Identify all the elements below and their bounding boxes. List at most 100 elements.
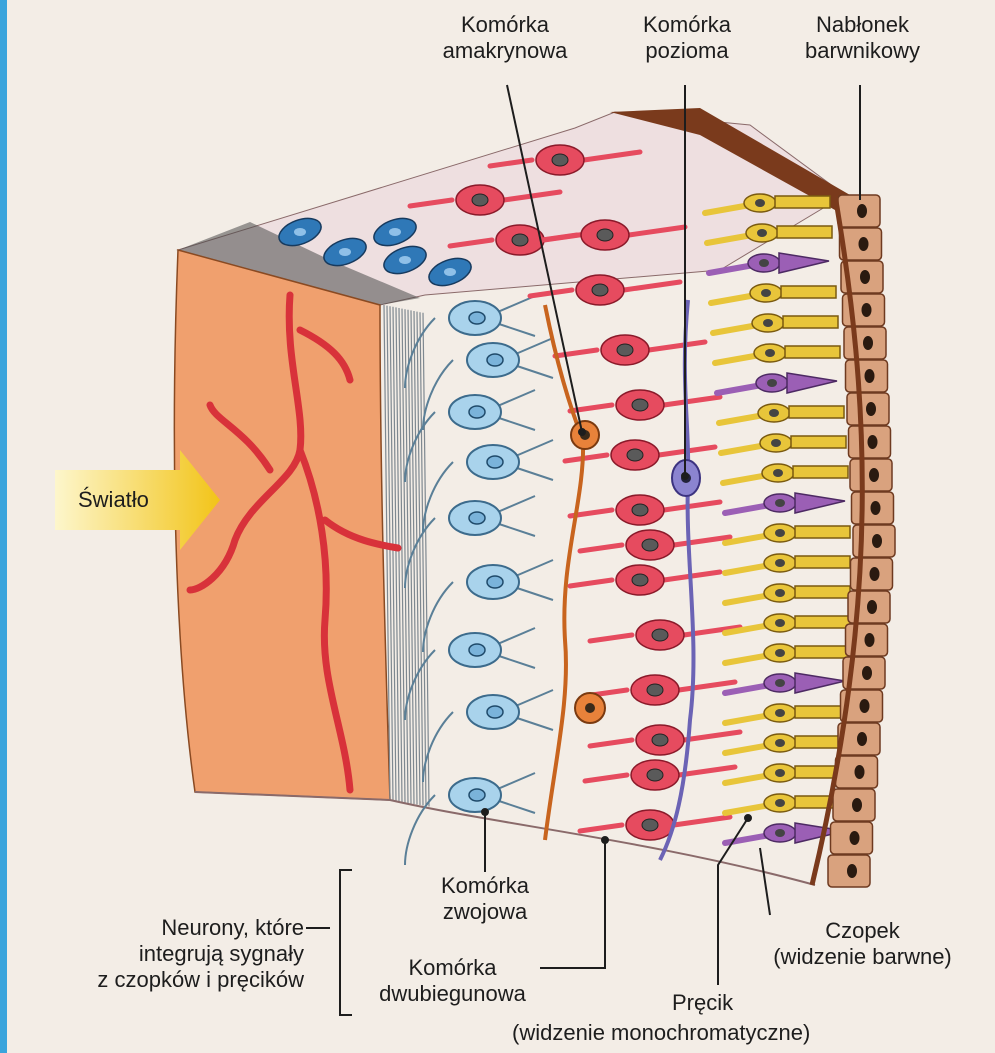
ganglion-nucleus (487, 706, 503, 718)
epithelium-nucleus (860, 270, 870, 284)
ganglion-nucleus (469, 644, 485, 656)
photoreceptor-nucleus (757, 229, 767, 237)
rod-inner (725, 745, 770, 753)
label-neurons-line1: Neurony, które (8, 915, 304, 941)
rod-outer-segment (785, 346, 840, 358)
bipolar-nucleus (552, 154, 568, 166)
rod-outer-segment (795, 526, 850, 538)
cone-outer-segment (787, 373, 837, 393)
photoreceptor-nucleus (775, 619, 785, 627)
nerve-fiber (390, 306, 396, 801)
nerve-fiber (417, 312, 423, 806)
photoreceptor-layer (705, 194, 850, 843)
label-horizontal-line1: Komórka (612, 12, 762, 38)
label-pigment: Nabłonek barwnikowy (775, 12, 950, 64)
rod-outer-segment (775, 196, 830, 208)
ganglion-nucleus (469, 312, 485, 324)
epithelium-nucleus (870, 567, 880, 581)
fiber-layer (384, 305, 429, 807)
photoreceptor-nucleus (765, 349, 775, 357)
rod-inner (725, 565, 770, 573)
amacrine-cells (545, 305, 605, 840)
label-ganglion: Komórka zwojowa (405, 873, 565, 925)
photoreceptor-nucleus (761, 289, 771, 297)
photoreceptor-nucleus (759, 259, 769, 267)
bipolar-nucleus (647, 684, 663, 696)
label-ganglion-line1: Komórka (405, 873, 565, 899)
bipolar-nucleus (632, 504, 648, 516)
top-ganglion-nucleus (389, 228, 401, 236)
rod-inner (725, 775, 770, 783)
nerve-layer-face (174, 250, 390, 800)
ganglion-nucleus (469, 512, 485, 524)
epithelium-nucleus (855, 765, 865, 779)
label-neurons-line2: integrują sygnały (8, 941, 304, 967)
bipolar-nucleus (512, 234, 528, 246)
epithelium-nucleus (847, 864, 857, 878)
label-light: Światło (78, 487, 149, 513)
ganglion-nucleus (487, 354, 503, 366)
label-pigment-line2: barwnikowy (775, 38, 950, 64)
epithelium-nucleus (868, 435, 878, 449)
label-horizontal-line2: pozioma (612, 38, 762, 64)
label-cone-line2: (widzenie barwne) (740, 944, 985, 970)
photoreceptor-nucleus (775, 709, 785, 717)
rod-outer-segment (795, 616, 850, 628)
rod-outer-segment (789, 406, 844, 418)
label-bipolar-line2: dwubiegunowa (365, 981, 540, 1007)
epithelium-nucleus (872, 534, 882, 548)
bipolar-nucleus (642, 819, 658, 831)
rod-outer-segment (783, 316, 838, 328)
bipolar-nucleus (652, 734, 668, 746)
rod-outer-segment (795, 556, 850, 568)
label-rod-line1: Pręcik (672, 990, 733, 1016)
rod-outer-segment (793, 466, 848, 478)
nerve-fiber (396, 307, 402, 802)
ganglion-nucleus (487, 576, 503, 588)
label-amacrine-line2: amakrynowa (415, 38, 595, 64)
top-ganglion-nucleus (339, 248, 351, 256)
epithelium-nucleus (862, 666, 872, 680)
pigment-epithelium (812, 195, 895, 887)
cone-outer-segment (779, 253, 829, 273)
ganglion-cells (405, 296, 553, 865)
photoreceptor-nucleus (775, 829, 785, 837)
label-cone: Czopek (widzenie barwne) (740, 918, 985, 970)
bipolar-nucleus (632, 574, 648, 586)
label-cone-line1: Czopek (740, 918, 985, 944)
epithelium-nucleus (859, 237, 869, 251)
cone-inner (725, 505, 770, 513)
epithelium-nucleus (857, 732, 867, 746)
rod-outer-segment (791, 436, 846, 448)
epithelium-nucleus (865, 369, 875, 383)
rod-inner (721, 445, 766, 453)
bipolar-nucleus (647, 769, 663, 781)
epithelium-nucleus (860, 699, 870, 713)
label-pigment-line1: Nabłonek (775, 12, 950, 38)
bipolar-nucleus (597, 229, 613, 241)
photoreceptor-nucleus (775, 589, 785, 597)
nerve-fiber (393, 307, 399, 802)
label-horizontal: Komórka pozioma (612, 12, 762, 64)
cone-outer-segment (795, 673, 845, 693)
bipolar-nucleus (592, 284, 608, 296)
nerve-fiber (420, 312, 426, 806)
photoreceptor-nucleus (771, 439, 781, 447)
epithelium-nucleus (862, 303, 872, 317)
epithelium-nucleus (867, 600, 877, 614)
rod-inner (725, 655, 770, 663)
photoreceptor-nucleus (775, 649, 785, 657)
top-ganglion-nucleus (444, 268, 456, 276)
bipolar-nucleus (652, 629, 668, 641)
epithelium-nucleus (866, 402, 876, 416)
rod-outer-segment (777, 226, 832, 238)
photoreceptor-nucleus (775, 679, 785, 687)
photoreceptor-nucleus (775, 799, 785, 807)
label-amacrine: Komórka amakrynowa (415, 12, 595, 64)
bipolar-nucleus (627, 449, 643, 461)
label-rod: Pręcik (672, 990, 733, 1016)
epithelium-nucleus (863, 336, 873, 350)
rod-inner (711, 295, 756, 303)
block-bottom-edge (195, 792, 815, 885)
label-amacrine-line1: Komórka (415, 12, 595, 38)
